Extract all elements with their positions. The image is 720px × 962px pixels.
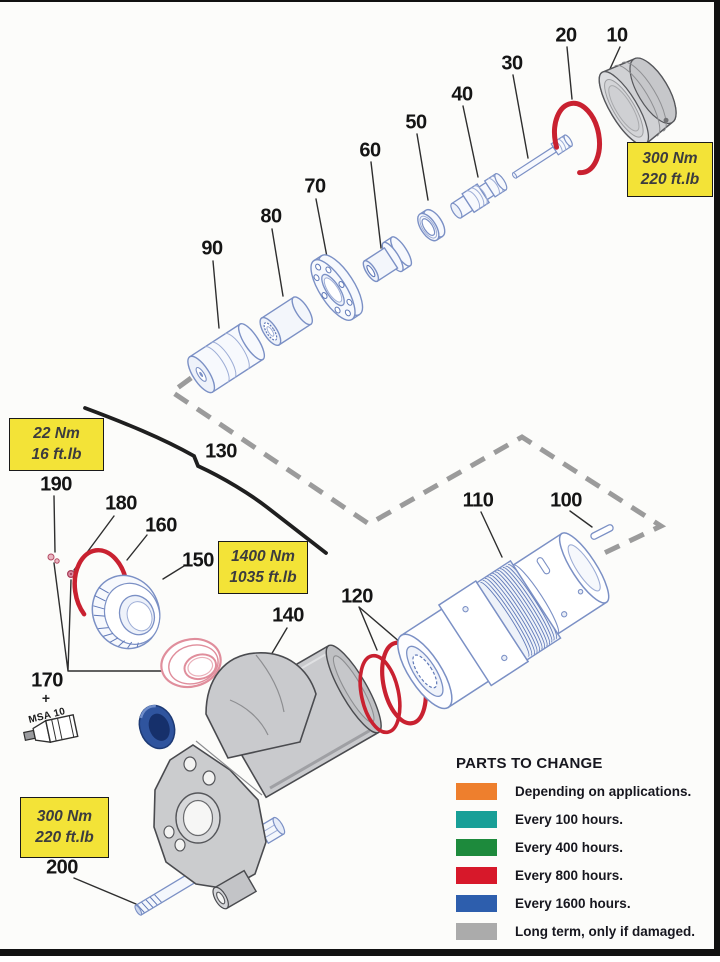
part-100-pin <box>590 524 614 540</box>
callout-150: 150 <box>182 549 214 572</box>
bearing-ring-blue <box>138 704 176 750</box>
callout-140: 140 <box>272 604 304 627</box>
torque-value-ftlb: 220 ft.lb <box>640 170 700 188</box>
callout-130: 130 <box>205 440 237 463</box>
callout-110: 110 <box>462 489 494 512</box>
legend-label: Every 800 hours. <box>515 868 624 883</box>
torque-box-left: 22 Nm 16 ft.lb <box>9 418 104 471</box>
callout-70: 70 <box>304 175 326 198</box>
torque-value-ftlb: 1035 ft.lb <box>229 568 297 586</box>
legend-swatch-red <box>456 867 497 884</box>
callout-30: 30 <box>501 52 523 75</box>
torque-value: 1400 Nm <box>231 548 295 566</box>
part-70-flange <box>310 254 364 321</box>
legend-row: Every 1600 hours. <box>456 895 718 912</box>
callout-170: 170 <box>31 669 63 692</box>
callout-80: 80 <box>260 205 282 228</box>
scan-border-right <box>714 0 720 956</box>
legend-swatch-gray <box>456 923 497 940</box>
assembly-dashed-line <box>167 359 667 559</box>
callout-160: 160 <box>145 514 177 537</box>
grease-tube <box>23 714 79 744</box>
part-60-sleeve <box>362 236 413 283</box>
legend-label: Long term, only if damaged. <box>515 924 696 939</box>
part-140-housing <box>153 644 382 910</box>
legend-swatch-green <box>456 839 497 856</box>
callout-20: 20 <box>555 24 577 47</box>
torque-value-ftlb: 16 ft.lb <box>31 445 82 463</box>
torque-value: 300 Nm <box>642 150 698 168</box>
part-20-red-ring <box>551 100 603 176</box>
part-110-cartridge <box>397 532 610 710</box>
scan-border-bottom <box>0 949 720 956</box>
callout-90: 90 <box>201 237 223 260</box>
part-150-ring-nut <box>91 574 161 650</box>
callout-120: 120 <box>341 585 373 608</box>
torque-value: 22 Nm <box>33 425 80 443</box>
callout-60: 60 <box>359 139 381 162</box>
legend-label: Every 400 hours. <box>515 840 624 855</box>
legend-row: Every 400 hours. <box>456 839 718 856</box>
legend-swatch-blue <box>456 895 497 912</box>
scan-border-top <box>0 0 720 2</box>
legend-label: Depending on applications. <box>515 784 692 799</box>
legend-label: Every 1600 hours. <box>515 896 631 911</box>
part-90-bushing <box>187 323 266 394</box>
torque-box-top-right: 300 Nm 220 ft.lb <box>627 142 713 197</box>
callout-100: 100 <box>550 489 582 512</box>
part-130-hose <box>83 406 328 555</box>
part-170-pink-seal <box>160 637 222 689</box>
callout-200: 200 <box>46 856 78 879</box>
legend-swatch-orange <box>456 783 497 800</box>
leader-lines <box>53 46 621 905</box>
callout-190: 190 <box>40 473 72 496</box>
callout-180: 180 <box>105 492 137 515</box>
legend-row: Every 800 hours. <box>456 867 718 884</box>
callout-50: 50 <box>405 111 427 134</box>
scan-margin-bottom <box>0 956 720 962</box>
legend-swatch-teal <box>456 811 497 828</box>
torque-value-ftlb: 220 ft.lb <box>35 828 94 846</box>
torque-box-bottom-left: 300 Nm 220 ft.lb <box>20 797 109 858</box>
legend-row: Long term, only if damaged. <box>456 923 718 940</box>
torque-box-center: 1400 Nm 1035 ft.lb <box>218 541 308 594</box>
part-50-ring <box>417 208 446 242</box>
legend-label: Every 100 hours. <box>515 812 624 827</box>
parts-to-change-legend: PARTS TO CHANGE Depending on application… <box>456 755 718 951</box>
callout-10: 10 <box>606 24 628 47</box>
part-10-cap <box>598 57 677 146</box>
part-190-red-bits <box>47 553 60 564</box>
callout-40: 40 <box>451 83 473 106</box>
plus-sign: + <box>41 690 51 706</box>
legend-row: Every 100 hours. <box>456 811 718 828</box>
torque-value: 300 Nm <box>36 808 93 826</box>
legend-row: Depending on applications. <box>456 783 718 800</box>
legend-title: PARTS TO CHANGE <box>456 755 603 772</box>
part-30-rod <box>511 134 573 179</box>
part-40-shaft <box>450 172 508 219</box>
part-80-coupling <box>259 296 314 347</box>
